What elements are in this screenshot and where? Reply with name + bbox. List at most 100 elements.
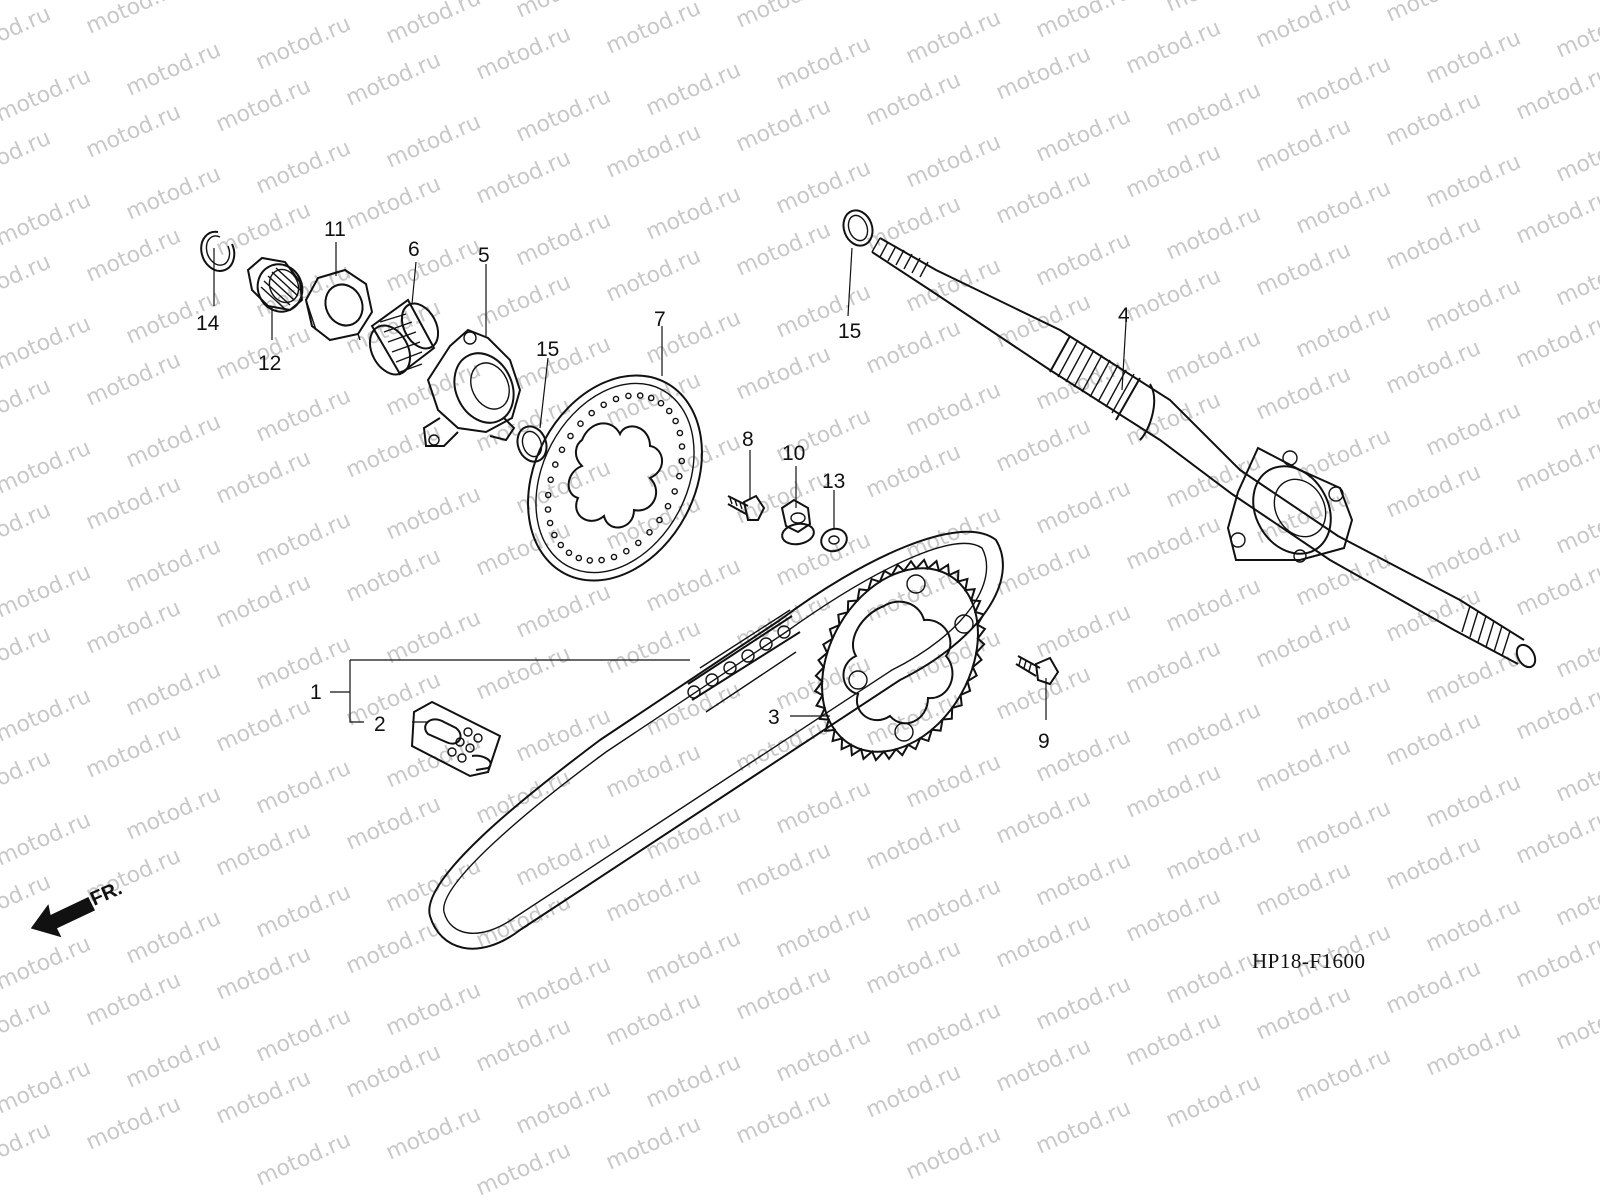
watermark-text: motod.ru xyxy=(992,662,1094,726)
watermark-text: motod.ru xyxy=(0,436,95,500)
watermark-text: motod.ru xyxy=(992,42,1094,106)
chain-links xyxy=(687,609,801,713)
watermark-text: motod.ru xyxy=(1512,186,1600,250)
watermark-text: motod.ru xyxy=(382,482,484,546)
watermark-text: motod.ru xyxy=(1512,62,1600,126)
disc-hole xyxy=(544,506,552,513)
watermark-text: motod.ru xyxy=(252,1128,354,1192)
watermark-text: motod.ru xyxy=(992,786,1094,850)
watermark-text: motod.ru xyxy=(602,616,704,680)
rear-axle-part xyxy=(871,237,1537,669)
disc-hole xyxy=(671,488,679,495)
watermark-text: motod.ru xyxy=(1552,248,1600,312)
watermark-text: motod.ru xyxy=(1032,848,1134,912)
watermark-text: motod.ru xyxy=(1422,522,1524,586)
watermark-text: motod.ru xyxy=(212,818,314,882)
watermark-text: motod.ru xyxy=(122,1030,224,1094)
watermark-text: motod.ru xyxy=(732,0,834,33)
watermark-text: motod.ru xyxy=(1162,0,1264,17)
bearing-holder-part xyxy=(422,328,522,447)
callout-13: 13 xyxy=(822,470,845,493)
watermark-text: motod.ru xyxy=(862,68,964,132)
watermark-text: motod.ru xyxy=(122,658,224,722)
watermark-text: motod.ru xyxy=(252,136,354,200)
disc-hole xyxy=(565,549,573,557)
disc-hole xyxy=(558,446,566,454)
watermark-text: motod.ru xyxy=(82,596,184,660)
front-arrow-icon xyxy=(30,897,96,938)
watermark-text: motod.ru xyxy=(382,1102,484,1166)
watermark-text: motod.ru xyxy=(0,64,95,128)
rear-sprocket-part xyxy=(813,558,987,762)
watermark-text: motod.ru xyxy=(902,378,1004,442)
watermark-text: motod.ru xyxy=(1122,884,1224,948)
watermark-text: motod.ru xyxy=(1512,434,1600,498)
watermark-text: motod.ru xyxy=(512,1076,614,1140)
watermark-text: motod.ru xyxy=(992,1034,1094,1098)
watermark-text: motod.ru xyxy=(1252,114,1354,178)
watermark-text: motod.ru xyxy=(0,312,95,376)
callout-9: 9 xyxy=(1038,730,1050,753)
watermark-text: motod.ru xyxy=(382,358,484,422)
watermark-text: motod.ru xyxy=(122,38,224,102)
watermark-text: motod.ru xyxy=(212,1066,314,1130)
callout-6: 6 xyxy=(408,238,420,261)
watermark-text: motod.ru xyxy=(1422,26,1524,90)
watermark-text: motod.ru xyxy=(1292,300,1394,364)
watermark-text: motod.ru xyxy=(1162,946,1264,1010)
watermark-text: motod.ru xyxy=(252,1004,354,1068)
watermark-text: motod.ru xyxy=(0,2,55,66)
callout-4: 4 xyxy=(1118,304,1130,327)
bolt-part-9 xyxy=(1015,655,1060,686)
watermark-text: motod.ru xyxy=(1382,212,1484,276)
watermark-text: motod.ru xyxy=(82,0,184,39)
watermark-text: motod.ru xyxy=(252,880,354,944)
watermark-text: motod.ru xyxy=(1122,140,1224,204)
disc-hole xyxy=(647,394,655,402)
watermark-text: motod.ru xyxy=(472,146,574,210)
diagram-reference-code: HP18-F1600 xyxy=(1252,949,1366,973)
watermark-text: motod.ru xyxy=(602,120,704,184)
watermark-text: motod.ru xyxy=(0,188,95,252)
watermark-text: motod.ru xyxy=(1422,274,1524,338)
watermark-text: motod.ru xyxy=(382,730,484,794)
watermark-text: motod.ru xyxy=(1382,832,1484,896)
watermark-text: motod.ru xyxy=(902,874,1004,938)
callout-2: 2 xyxy=(374,713,386,736)
watermark-text: motod.ru xyxy=(82,100,184,164)
disc-hole xyxy=(547,476,555,484)
disc-hole xyxy=(610,553,618,561)
watermark-text: motod.ru xyxy=(642,678,744,742)
watermark-text: motod.ru xyxy=(1032,0,1134,43)
drive-chain-part xyxy=(428,530,1004,950)
watermark-text: motod.ru xyxy=(1422,1018,1524,1082)
watermark-text: motod.ru xyxy=(862,440,964,504)
watermark-text: motod.ru xyxy=(342,172,444,236)
flange-nut-part xyxy=(780,498,815,546)
watermark-text: motod.ru xyxy=(122,534,224,598)
watermark-text: motod.ru xyxy=(732,714,834,778)
watermark-text: motod.ru xyxy=(252,756,354,820)
callout-15-right: 15 xyxy=(838,320,861,343)
watermark-text: motod.ru xyxy=(1512,310,1600,374)
watermark-text: motod.ru xyxy=(472,890,574,954)
watermark-text: motod.ru xyxy=(382,110,484,174)
watermark-text: motod.ru xyxy=(1122,1008,1224,1072)
watermark-text: motod.ru xyxy=(732,342,834,406)
watermark-text: motod.ru xyxy=(472,518,574,582)
disc-hole xyxy=(636,392,644,399)
watermark-text: motod.ru xyxy=(0,932,95,996)
watermark-text: motod.ru xyxy=(382,978,484,1042)
watermark-text: motod.ru xyxy=(1422,646,1524,710)
watermark-text: motod.ru xyxy=(1032,972,1134,1036)
watermark-text: motod.ru xyxy=(342,544,444,608)
watermark-text: motod.ru xyxy=(1292,176,1394,240)
watermark-text: motod.ru xyxy=(862,316,964,380)
master-link-part xyxy=(410,700,502,778)
watermark-text: motod.ru xyxy=(252,12,354,76)
watermark-text: motod.ru xyxy=(122,906,224,970)
watermark-text: motod.ru xyxy=(82,348,184,412)
watermark-text: motod.ru xyxy=(862,812,964,876)
disc-hole xyxy=(544,491,552,499)
watermark-text: motod.ru xyxy=(732,838,834,902)
